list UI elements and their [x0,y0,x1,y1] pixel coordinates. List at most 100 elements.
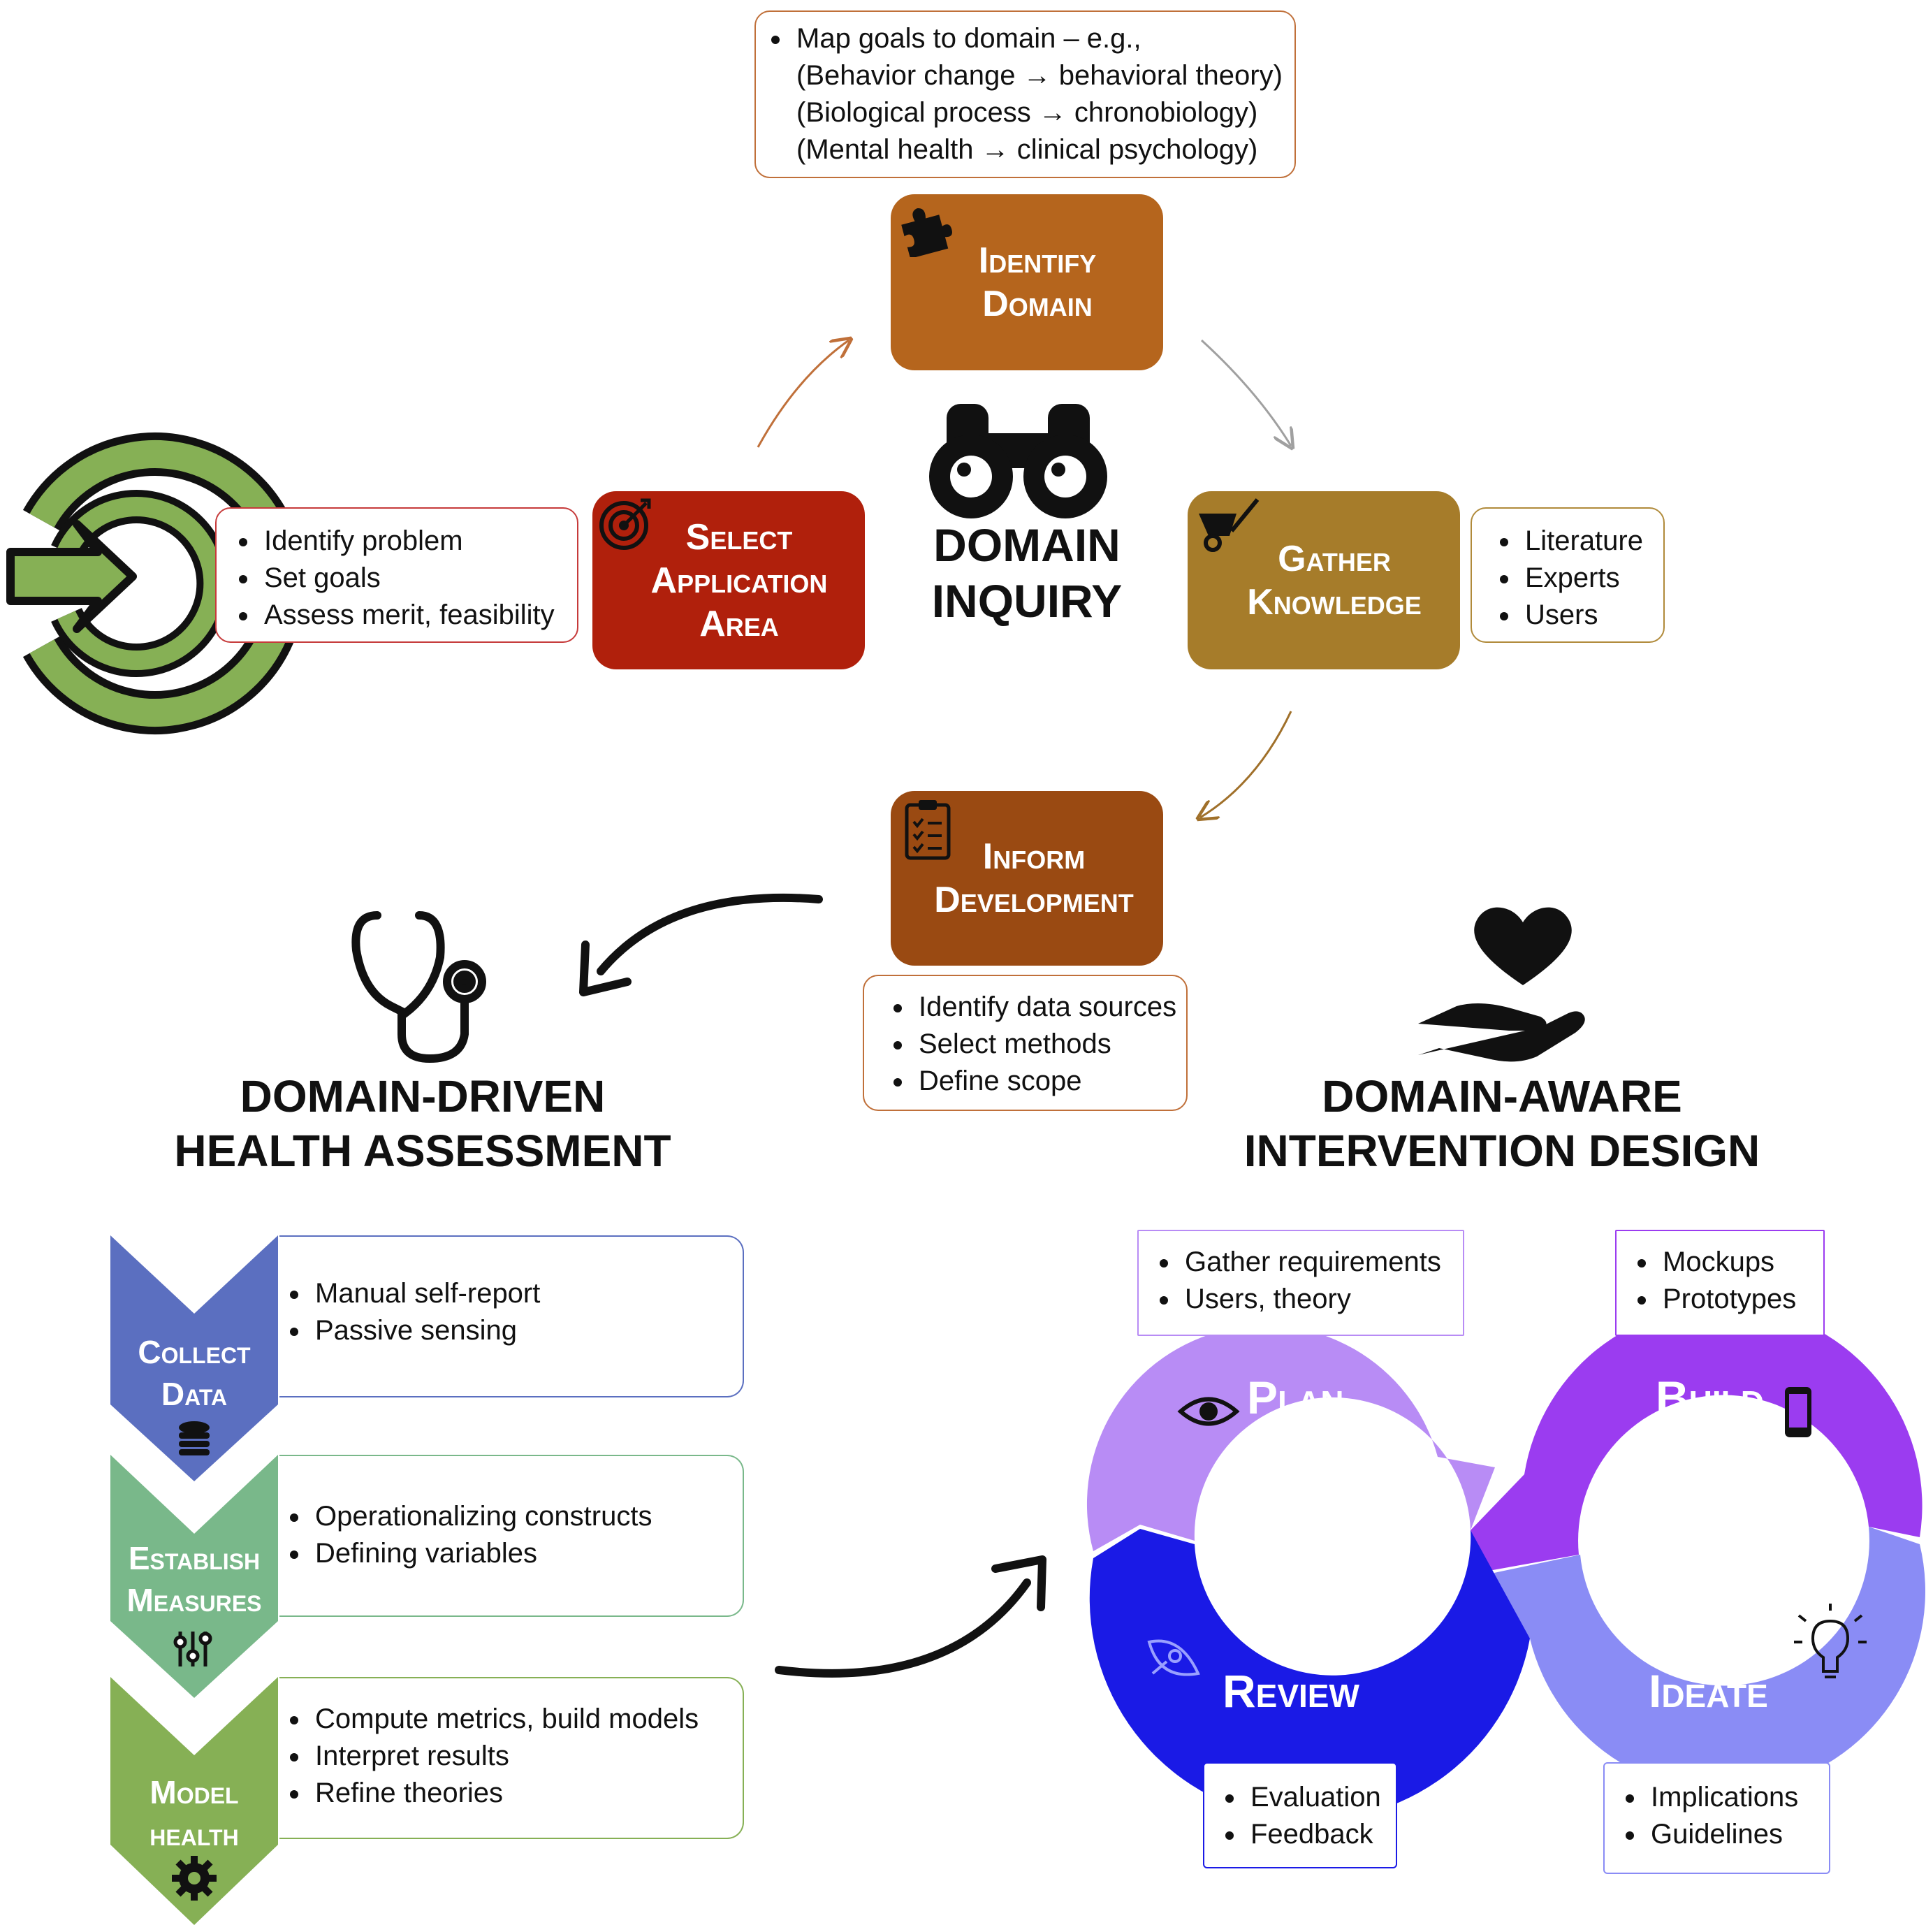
inform-line2: Development [934,880,1134,920]
gather-line1: Gather [1278,538,1391,579]
identify-domain-notes: Map goals to domain – e.g., (Behavior ch… [754,10,1296,178]
inform-line1: Inform [982,836,1086,877]
note-item: Defining variables [311,1535,743,1572]
note-item: Guidelines [1647,1816,1829,1853]
domain-inquiry-line2: INQUIRY [931,575,1123,627]
stethoscope-icon [351,911,486,1063]
note-item: Manual self-report [311,1275,743,1312]
note-item: Set goals [260,560,577,597]
arrow-identify-to-gather [1200,339,1291,446]
collect-chevron [110,1235,278,1481]
intervention-design-title: DOMAIN-AWARE INTERVENTION DESIGN [1230,1069,1774,1178]
note-item: Users, theory [1181,1281,1463,1318]
health-assessment-title: DOMAIN-DRIVEN HEALTH ASSESSMENT [147,1069,699,1178]
eye-icon [1177,1397,1240,1426]
phone-icon [1785,1387,1811,1437]
note-item: Map goals to domain – e.g., [792,20,1294,57]
select-application-area-notes: Identify problem Set goals Assess merit,… [215,507,578,643]
gather-line2: Knowledge [1247,581,1422,623]
model-chevron [110,1677,278,1925]
arrow-to-health-assessment [597,893,823,975]
collect-line2: Data [161,1376,228,1412]
establish-measures-notes: Operationalizing constructs Defining var… [279,1455,744,1617]
collect-line1: Collect [138,1334,251,1370]
note-item: Operationalizing constructs [311,1498,743,1535]
ideate-notes: Implications Guidelines [1603,1762,1830,1874]
intervention-title-line2: INTERVENTION DESIGN [1243,1126,1760,1176]
infinity-loop [1086,1305,1926,1821]
note-item: Implications [1647,1779,1829,1816]
note-item: Identify problem [260,523,577,560]
select-line3: Area [699,603,779,644]
gear-icon [172,1856,217,1901]
review-segment [1089,1529,1530,1821]
note-item: (Biological process → chronobiology) [796,97,1258,128]
inform-development-notes: Identify data sources Select methods Def… [863,975,1188,1111]
note-item: Identify data sources [914,989,1186,1026]
domain-inquiry-title: DOMAIN INQUIRY [901,517,1153,629]
health-title-line1: DOMAIN-DRIVEN [240,1071,606,1121]
gather-knowledge-box: Gather Knowledge [1188,491,1460,669]
plan-label: Plan [1247,1372,1344,1423]
note-item: Assess merit, feasibility [260,597,577,634]
database-icon [179,1421,210,1455]
plan-notes: Gather requirements Users, theory [1137,1230,1464,1336]
arrowhead-intervention [991,1555,1046,1611]
note-item: (Behavior change → behavioral theory) [796,60,1283,91]
build-label: Build [1656,1372,1764,1423]
domain-inquiry-line1: DOMAIN [933,519,1121,571]
review-label: Review [1223,1665,1359,1717]
plan-segment [1086,1325,1495,1551]
build-notes: Mockups Prototypes [1615,1230,1825,1336]
note-item: Passive sensing [311,1312,743,1349]
ideate-segment [1481,1527,1926,1792]
rocket-icon [1147,1639,1200,1676]
health-title-line2: HEALTH ASSESSMENT [174,1126,671,1176]
note-item: Literature [1521,523,1663,560]
identify-domain-line1: Identify [978,240,1097,281]
note-item: Evaluation [1246,1779,1396,1816]
collect-data-notes: Manual self-report Passive sensing [279,1235,744,1397]
arrow-to-intervention [775,1578,1031,1678]
gather-knowledge-notes: Literature Experts Users [1471,507,1665,643]
wheelbarrow-icon [1199,498,1260,552]
model-line1: Model [149,1774,239,1810]
model-health-notes: Compute metrics, build models Interpret … [279,1677,744,1839]
note-item: (Mental health → clinical psychology) [796,134,1258,165]
note-item: Users [1521,597,1663,634]
collect-data-label: Collect Data [112,1331,277,1415]
heart-hand-icon [1418,907,1585,1062]
start-icon [6,433,306,734]
review-notes: Evaluation Feedback [1203,1762,1397,1868]
establish-line1: Establish [128,1540,261,1576]
model-line2: health [149,1816,239,1852]
sliders-icon [173,1632,212,1666]
note-item: Select methods [914,1026,1186,1063]
note-item: Feedback [1246,1816,1396,1853]
establish-chevron [110,1455,278,1698]
establish-line2: Measures [126,1582,262,1618]
establish-measures-label: Establish Measures [112,1537,277,1621]
intervention-title-line1: DOMAIN-AWARE [1322,1071,1682,1121]
note-item: Gather requirements [1181,1244,1463,1281]
note-item: Refine theories [311,1775,743,1812]
note-item: Define scope [914,1063,1186,1100]
clipboard-icon [905,800,951,860]
target-icon [599,498,651,550]
select-line2: Application [650,560,828,601]
binoculars-icon [929,404,1107,518]
ideate-label: Ideate [1649,1665,1768,1717]
note-item: Interpret results [311,1738,743,1775]
build-segment [1471,1305,1923,1572]
model-health-label: Model health [112,1771,277,1855]
puzzle-icon [901,208,952,257]
identify-domain-line2: Domain [982,284,1093,324]
note-item: Compute metrics, build models [311,1701,743,1738]
note-item: Mockups [1658,1244,1823,1281]
arrow-select-to-identify [757,340,849,448]
inform-development-box: Inform Development [891,791,1163,966]
arrowhead-health [579,940,632,996]
select-line1: Select [685,516,793,558]
lightbulb-icon [1794,1604,1867,1678]
